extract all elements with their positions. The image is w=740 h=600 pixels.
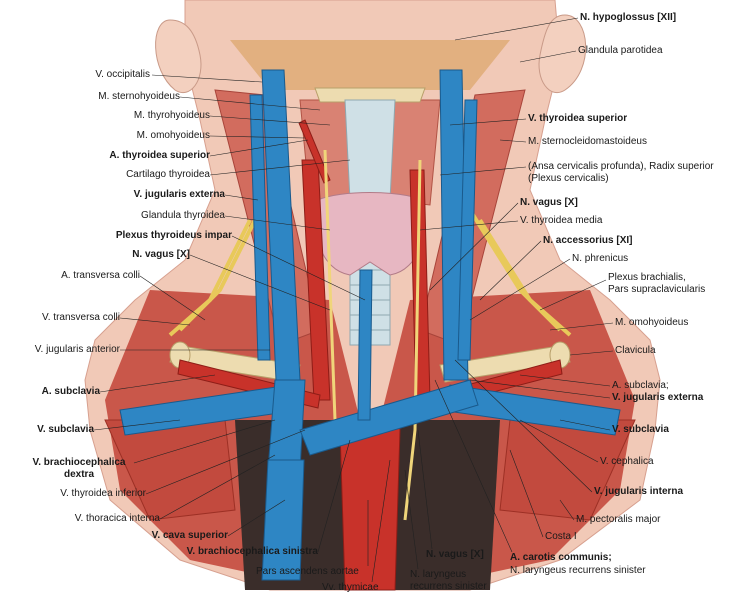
label-m-thyrohyoideus: M. thyrohyoideus [133, 110, 210, 121]
left-ear [155, 19, 202, 93]
label-plexus-brachialis-2: Pars supraclavicularis [608, 284, 706, 295]
label-v-subclavia-right: V. subclavia [612, 424, 669, 435]
label-n-vagus-left: N. vagus [X] [132, 249, 190, 260]
label-v-jugularis-externa-right: V. jugularis externa [612, 392, 704, 403]
larynx [344, 99, 396, 201]
label-pars-ascendens-aortae: Pars ascendens aortae [256, 566, 359, 577]
label-cartilago-thyroidea: Cartilago thyroidea [126, 169, 210, 180]
label-n-laryngeus-1: N. laryngeus [410, 569, 467, 580]
label-a-subclavia-right: A. subclavia; [612, 380, 669, 391]
thyroidea-inferior-vein [357, 269, 373, 421]
label-glandula-thyroidea: Glandula thyroidea [141, 210, 225, 221]
label-m-omohyoideus-left: M. omohyoideus [136, 130, 210, 141]
label-n-vagus-right: N. vagus [X] [520, 197, 578, 208]
label-v-brachiocephalica-dextra-1: V. brachiocephalica [32, 457, 126, 468]
label-v-thyroidea-inferior: V. thyroidea inferior [60, 488, 146, 499]
label-v-occipitalis: V. occipitalis [95, 69, 150, 80]
label-v-subclavia-left: V. subclavia [37, 424, 94, 435]
label-n-hypoglossus: N. hypoglossus [XII] [580, 12, 677, 23]
label-ansa-cervicalis-1: (Ansa cervicalis profunda), Radix superi… [528, 161, 714, 172]
label-v-jugularis-interna: V. jugularis interna [594, 486, 684, 497]
label-a-carotis-communis: A. carotis communis; [510, 552, 612, 563]
label-v-transversa-colli: V. transversa colli [42, 312, 120, 323]
label-v-jugularis-externa-left: V. jugularis externa [133, 189, 225, 200]
label-n-laryngeus-recurrens-sinister: N. laryngeus recurrens sinister [510, 565, 646, 576]
label-m-omohyoideus-right: M. omohyoideus [615, 317, 689, 328]
label-v-thyroidea-media: V. thyroidea media [520, 215, 603, 226]
label-v-cava-superior: V. cava superior [151, 530, 228, 541]
label-n-phrenicus: N. phrenicus [572, 253, 629, 264]
brachiocephalica-dextra [267, 379, 306, 471]
label-ansa-cervicalis-2: (Plexus cervicalis) [528, 173, 609, 184]
label-v-thyroidea-superior: V. thyroidea superior [528, 113, 628, 124]
label-m-sternohyoideus: M. sternohyoideus [98, 91, 180, 102]
label-m-pectoralis-major: M. pectoralis major [576, 514, 661, 525]
label-costa-i: Costa I [545, 531, 577, 542]
label-v-cephalica: V. cephalica [600, 456, 654, 467]
label-v-brachiocephalica-sinistra: V. brachiocephalica sinistra [186, 546, 318, 557]
label-v-thoracica-interna: V. thoracica interna [74, 513, 160, 524]
label-n-laryngeus-2: recurrens sinister [410, 581, 487, 592]
label-clavicula: Clavicula [615, 345, 656, 356]
label-a-thyroidea-superior: A. thyroidea superior [109, 150, 210, 161]
label-v-jugularis-anterior: V. jugularis anterior [34, 344, 120, 355]
label-plexus-thyroideus-impar: Plexus thyroideus impar [115, 230, 232, 241]
cava-superior [261, 459, 305, 581]
label-plexus-brachialis-1: Plexus brachialis, [608, 272, 686, 283]
label-vv-thymicae: Vv. thymicae [322, 582, 379, 593]
label-a-transversa-colli: A. transversa colli [61, 270, 140, 281]
label-n-accessorius: N. accessorius [XI] [543, 235, 633, 246]
label-a-subclavia-left: A. subclavia [41, 386, 100, 397]
label-n-vagus-bottom: N. vagus [X] [426, 549, 484, 560]
label-glandula-parotidea: Glandula parotidea [578, 45, 663, 56]
label-m-sternocleidomastoideus: M. sternocleidomastoideus [528, 136, 647, 147]
label-v-brachiocephalica-dextra-2: dextra [63, 469, 94, 480]
